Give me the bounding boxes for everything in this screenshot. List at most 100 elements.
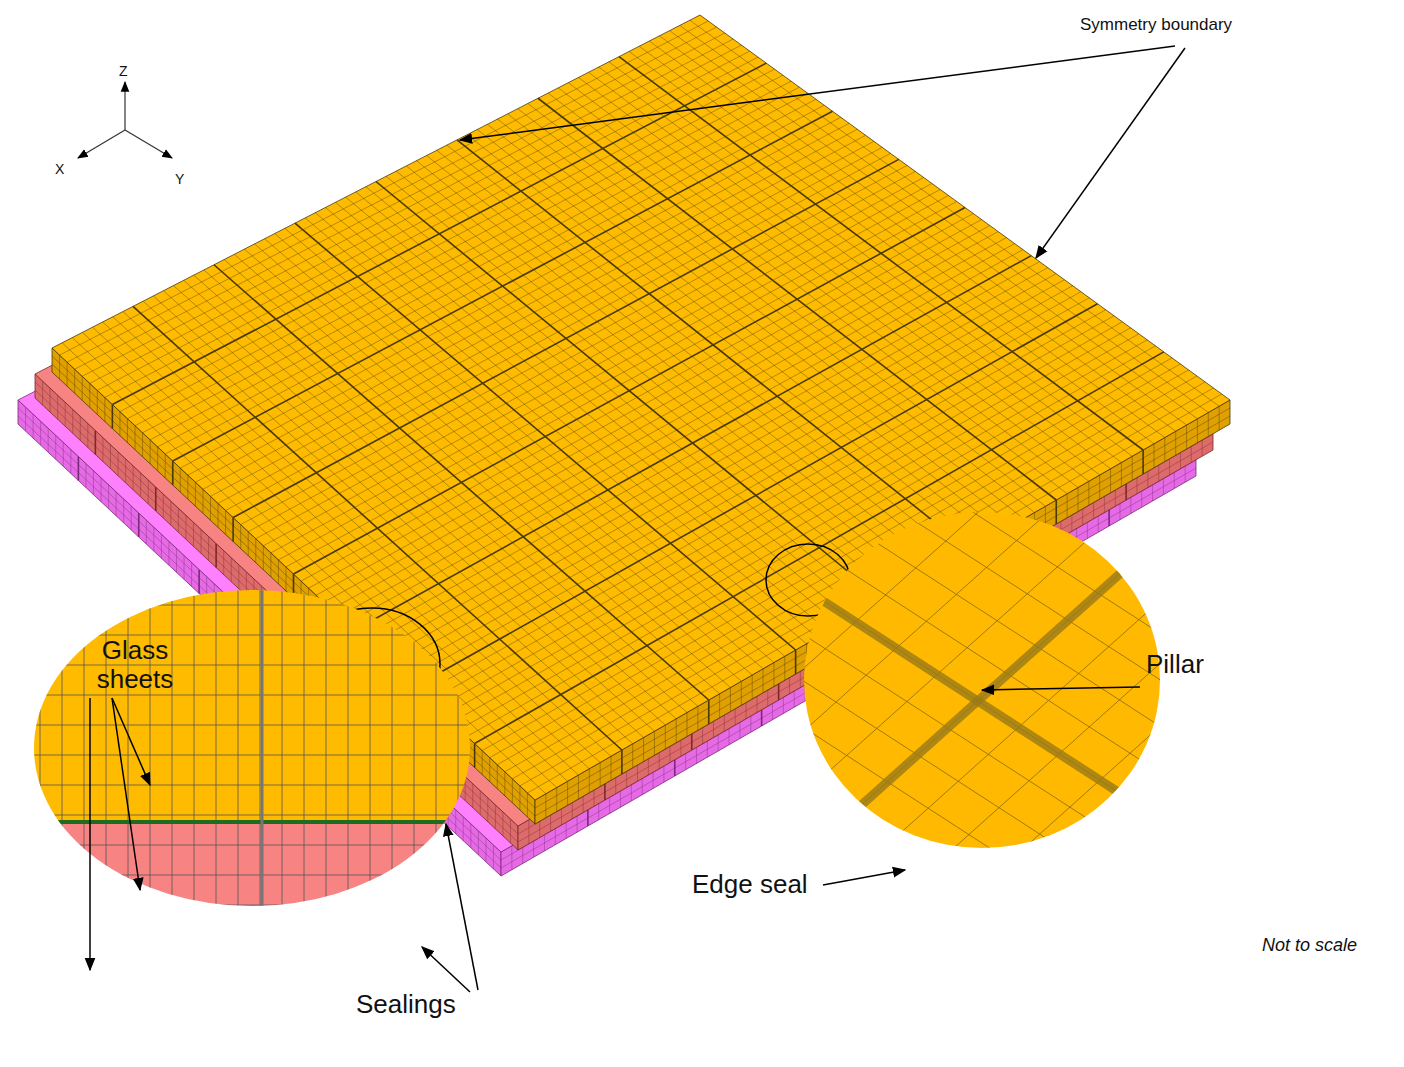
mesh-line (1077, 488, 1078, 512)
mesh-line (340, 938, 780, 1067)
mesh-line (232, 518, 234, 542)
mesh-line (1120, 236, 1404, 521)
mesh-line (1067, 494, 1068, 518)
mesh-line (85, 464, 86, 488)
figure-label: Glass sheets (80, 636, 190, 693)
mesh-line (1099, 475, 1100, 499)
mesh-line (118, 452, 119, 476)
mesh-line (67, 362, 68, 386)
mesh-line (97, 390, 98, 414)
mesh-line (104, 397, 105, 421)
mesh-line (478, 831, 479, 855)
mesh-line (730, 688, 731, 712)
mesh-line (1175, 431, 1176, 455)
mesh-line (163, 494, 164, 518)
mesh-line (180, 468, 181, 492)
mesh-line (550, 749, 990, 1034)
mesh-line (50, 388, 51, 412)
mesh-line (502, 812, 503, 836)
mesh-line (470, 824, 471, 848)
mesh-line (1197, 419, 1198, 443)
mesh-line (238, 585, 239, 1065)
mesh-line (202, 489, 203, 513)
mesh-line (30, 695, 480, 696)
mesh-line (282, 585, 283, 1065)
mesh-line (178, 508, 179, 532)
figure-label: Z (119, 64, 128, 79)
mesh-line (741, 681, 742, 705)
mesh-line (660, 36, 1187, 425)
mesh-line (763, 669, 764, 693)
mesh-line (470, 124, 850, 464)
mesh-line (278, 560, 279, 584)
mesh-line (1219, 406, 1220, 430)
mesh-line (1030, 317, 1404, 602)
mesh-line (632, 744, 633, 768)
mesh-line (191, 562, 192, 586)
mesh-line (30, 635, 480, 636)
right-inset (340, 16, 1404, 1067)
mesh-line (146, 520, 147, 544)
mesh-line (1208, 413, 1209, 437)
mesh-line (1153, 444, 1154, 468)
mesh-line (940, 398, 1380, 683)
mesh-line (528, 103, 1046, 506)
mesh-line (108, 485, 109, 509)
mesh-line (440, 88, 820, 428)
mesh-line (263, 546, 264, 570)
mesh-line (1130, 916, 1404, 1067)
mesh-line (155, 487, 157, 511)
mesh-line (1150, 209, 1404, 494)
mesh-line (30, 725, 480, 726)
mesh-line (455, 810, 456, 834)
mesh-line (195, 482, 196, 506)
leader-arrows (90, 46, 1185, 992)
mesh-line (84, 585, 85, 1065)
mesh-line (670, 31, 1198, 419)
mesh-line (519, 786, 520, 810)
mesh-line (270, 553, 271, 577)
mesh-line (30, 755, 480, 756)
mesh-line (112, 405, 114, 429)
mesh-line (719, 694, 720, 718)
mesh-line (238, 565, 239, 589)
mesh-line (30, 785, 480, 786)
mesh-line (1060, 290, 1404, 575)
mesh-line (30, 875, 480, 876)
mesh-line (676, 719, 677, 743)
mesh-line (215, 544, 217, 568)
mesh-line (57, 395, 58, 419)
mesh-line (1090, 263, 1404, 548)
mesh-line (101, 478, 102, 502)
mesh-line (649, 41, 1175, 431)
mesh-line (1164, 438, 1165, 462)
mesh-line (65, 402, 66, 426)
mesh-line (527, 793, 528, 817)
mesh-line (610, 695, 1050, 980)
mesh-line (1132, 456, 1133, 480)
mesh-line (497, 765, 498, 789)
mesh-line (472, 784, 473, 808)
mesh-line (910, 425, 1350, 710)
mesh-line (1121, 463, 1122, 487)
mesh-line (63, 442, 64, 466)
mesh-line (980, 736, 1360, 1067)
mesh-line (201, 529, 202, 553)
mesh-line (556, 788, 557, 812)
mesh-line (87, 423, 88, 447)
mesh-line (131, 506, 132, 530)
mesh-line (629, 51, 1154, 443)
mesh-line (30, 605, 480, 606)
left-inset (30, 585, 480, 1065)
mesh-line (950, 700, 1330, 1040)
mesh-line (133, 466, 134, 490)
mesh-line (740, 448, 1120, 788)
mesh-line (920, 664, 1300, 1004)
figure-label: Sealings (356, 990, 456, 1019)
mesh-line (1220, 1024, 1404, 1067)
mesh-line (30, 815, 480, 816)
mesh-line (172, 461, 174, 485)
mesh-line (260, 585, 261, 1065)
mesh-line (42, 381, 43, 405)
